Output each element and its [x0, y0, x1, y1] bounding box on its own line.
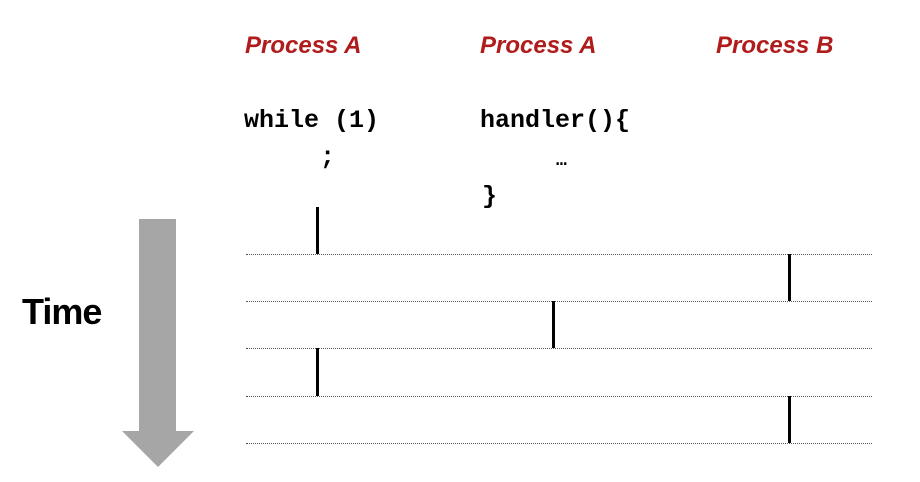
handler-code-line-3: } — [482, 182, 498, 211]
handler-execution-bar — [552, 301, 555, 348]
handler-code-line-2: … — [556, 151, 567, 171]
process-a-execution-bar-1 — [316, 207, 319, 254]
process-b-execution-bar-1 — [788, 254, 791, 301]
process-b-execution-bar-2 — [788, 396, 791, 443]
time-label: Time — [22, 291, 102, 332]
time-arrow-shaft — [139, 219, 176, 431]
time-slice-divider-1 — [246, 254, 872, 255]
time-slice-divider-3 — [246, 348, 872, 349]
time-arrow-head — [122, 431, 194, 467]
process-a-header: Process A — [245, 32, 362, 59]
handler-code-line-1: handler(){ — [480, 106, 631, 135]
time-slice-divider-5 — [246, 443, 872, 444]
process-b-header: Process B — [716, 32, 834, 59]
loop-code-line-1: while (1) — [244, 106, 380, 135]
time-slice-divider-4 — [246, 396, 872, 397]
loop-code-line-2: ; — [320, 143, 336, 172]
process-a-execution-bar-2 — [316, 348, 319, 396]
time-slice-divider-2 — [246, 301, 872, 302]
process-a-handler-header: Process A — [480, 32, 597, 59]
